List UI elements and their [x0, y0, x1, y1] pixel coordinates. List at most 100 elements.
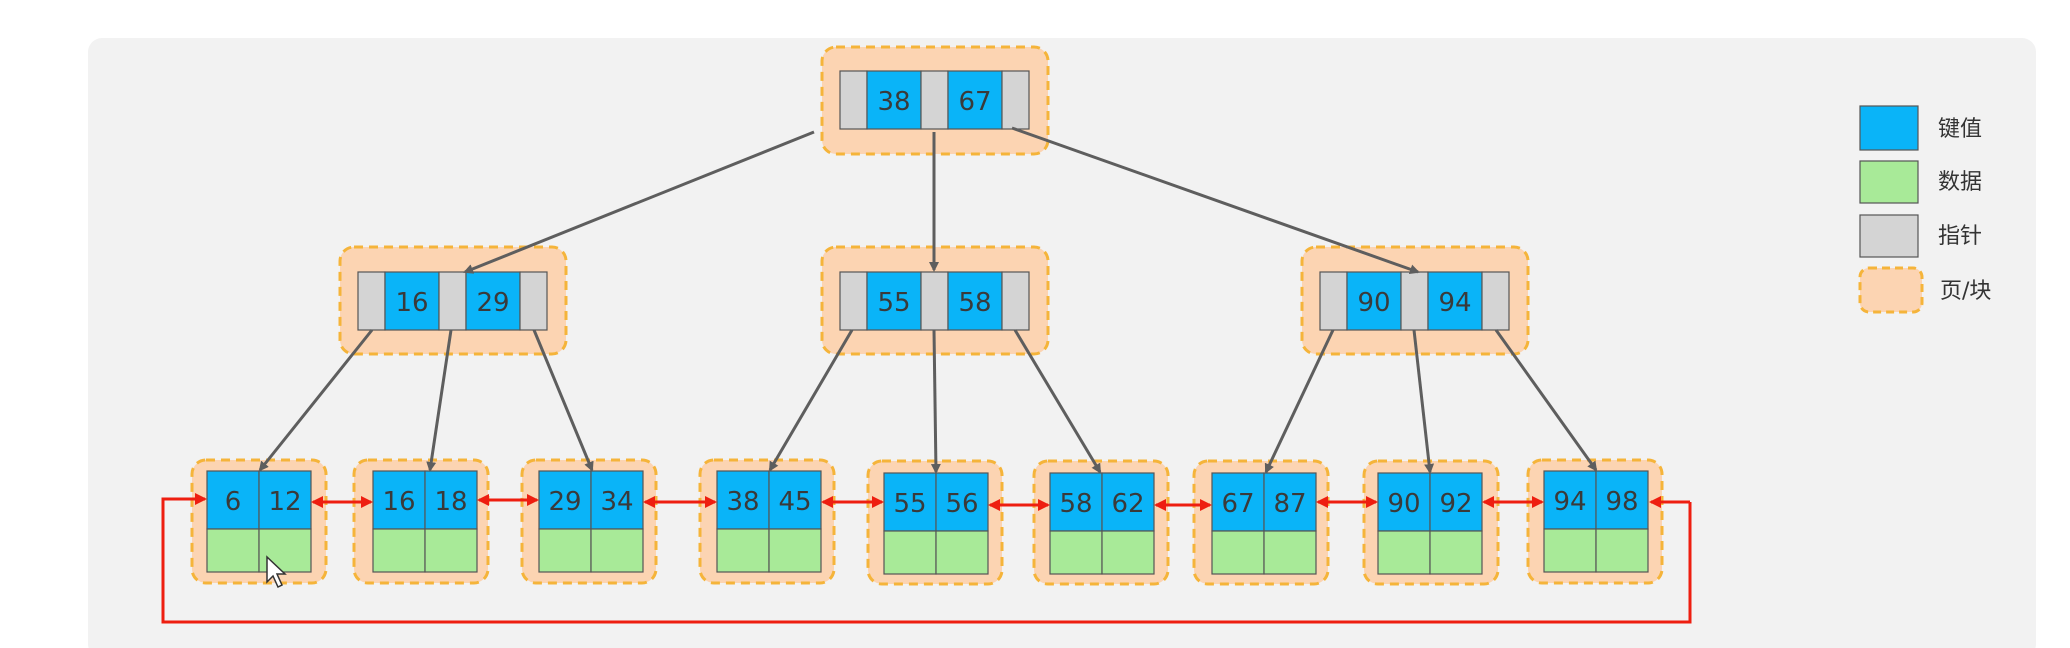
child-pointer-arrow	[1011, 126, 1420, 275]
data-cell	[768, 528, 822, 573]
key-label: 94	[1553, 487, 1586, 517]
root-node: 38 67	[820, 45, 1050, 156]
key-cell	[424, 470, 478, 530]
key-label: 6	[225, 487, 242, 517]
pointer-cell	[1319, 271, 1348, 331]
leaf-node: 58 62	[1032, 459, 1170, 586]
key-label: 29	[548, 487, 581, 517]
key-label: 92	[1439, 489, 1472, 519]
key-cell	[1429, 472, 1483, 532]
data-cell	[1595, 528, 1649, 573]
internal-node: 16 29	[338, 245, 568, 356]
child-pointer-arrow	[1412, 329, 1435, 474]
data-cell	[424, 528, 478, 573]
key-cell	[716, 470, 770, 530]
child-pointer-arrows	[258, 126, 1598, 474]
key-label: 67	[1221, 489, 1254, 519]
pointer-cell	[839, 271, 868, 331]
data-cell	[1211, 530, 1265, 575]
key-label: 94	[1438, 288, 1471, 318]
key-label: 62	[1111, 489, 1144, 519]
child-pointer-arrow	[768, 329, 854, 472]
child-pointer-arrow	[426, 329, 453, 472]
leaf-node: 67 87	[1192, 459, 1330, 586]
data-cell	[716, 528, 770, 573]
legend-swatch-key	[1859, 105, 1919, 151]
key-cell	[258, 470, 312, 530]
key-cell	[768, 470, 822, 530]
data-cell	[1263, 530, 1317, 575]
key-label: 29	[476, 288, 509, 318]
leaf-link-arrows	[161, 493, 1692, 624]
key-label: 34	[600, 487, 633, 517]
key-label: 90	[1357, 288, 1390, 318]
pointer-cell	[1001, 271, 1030, 331]
pointer-cell	[438, 271, 467, 331]
key-label: 98	[1605, 487, 1638, 517]
leaf-node: 6 12	[190, 458, 328, 585]
legend: 键值 数据 指针 页/块	[1858, 105, 1991, 314]
data-cell	[206, 528, 260, 573]
data-cell	[1049, 530, 1103, 575]
leaf-node: 94 98	[1526, 458, 1664, 585]
data-cell	[1429, 530, 1483, 575]
data-cell	[1543, 528, 1597, 573]
legend-swatch-page	[1858, 266, 1924, 314]
child-pointer-arrow	[1494, 329, 1598, 472]
leaf-node: 29 34	[520, 458, 658, 585]
pointer-cell	[839, 70, 868, 130]
key-label: 67	[958, 87, 991, 117]
key-label: 38	[726, 487, 759, 517]
legend-label: 页/块	[1940, 279, 1991, 304]
child-pointer-arrow	[1264, 329, 1335, 474]
key-cell	[1263, 472, 1317, 532]
key-label: 56	[945, 489, 978, 519]
key-cell	[866, 70, 922, 130]
key-label: 87	[1273, 489, 1306, 519]
key-label: 18	[434, 487, 467, 517]
legend-label: 数据	[1938, 170, 1982, 195]
key-cell	[1427, 271, 1483, 331]
pointer-cell	[519, 271, 548, 331]
legend-swatch-pointer	[1859, 214, 1919, 258]
key-cell	[372, 470, 426, 530]
pointer-cell	[1400, 271, 1429, 331]
leaf-wraparound-link	[161, 493, 1692, 624]
key-label: 58	[1059, 489, 1092, 519]
key-cell	[1595, 470, 1649, 530]
key-cell	[384, 271, 440, 331]
pointer-cell	[1481, 271, 1510, 331]
internal-node: 90 94	[1300, 245, 1530, 356]
key-label: 16	[395, 288, 428, 318]
data-cell	[538, 528, 592, 573]
pointer-cell	[1001, 70, 1030, 130]
key-cell	[1346, 271, 1402, 331]
key-cell	[1543, 470, 1597, 530]
key-cell	[538, 470, 592, 530]
data-cell	[372, 528, 426, 573]
leaf-node: 90 92	[1362, 459, 1500, 586]
mouse-cursor-icon	[266, 555, 287, 589]
key-label: 16	[382, 487, 415, 517]
pointer-cell	[920, 70, 949, 130]
legend-label: 键值	[1938, 117, 1982, 142]
key-cell	[947, 70, 1003, 130]
leaf-node: 55 56	[866, 459, 1004, 586]
leaf-node: 38 45	[698, 458, 836, 585]
legend-label: 指针	[1938, 224, 1982, 249]
key-label: 45	[778, 487, 811, 517]
key-label: 58	[958, 288, 991, 318]
child-pointer-arrow	[532, 329, 594, 472]
key-cell	[465, 271, 521, 331]
key-cell	[1211, 472, 1265, 532]
data-cell	[883, 530, 937, 575]
key-cell	[883, 472, 937, 532]
key-cell	[947, 271, 1003, 331]
key-cell	[590, 470, 644, 530]
pointer-cell	[357, 271, 386, 331]
pointer-cell	[920, 271, 949, 331]
key-label: 55	[877, 288, 910, 318]
legend-swatch-data	[1859, 160, 1919, 204]
leaf-node: 16 18	[352, 458, 490, 585]
